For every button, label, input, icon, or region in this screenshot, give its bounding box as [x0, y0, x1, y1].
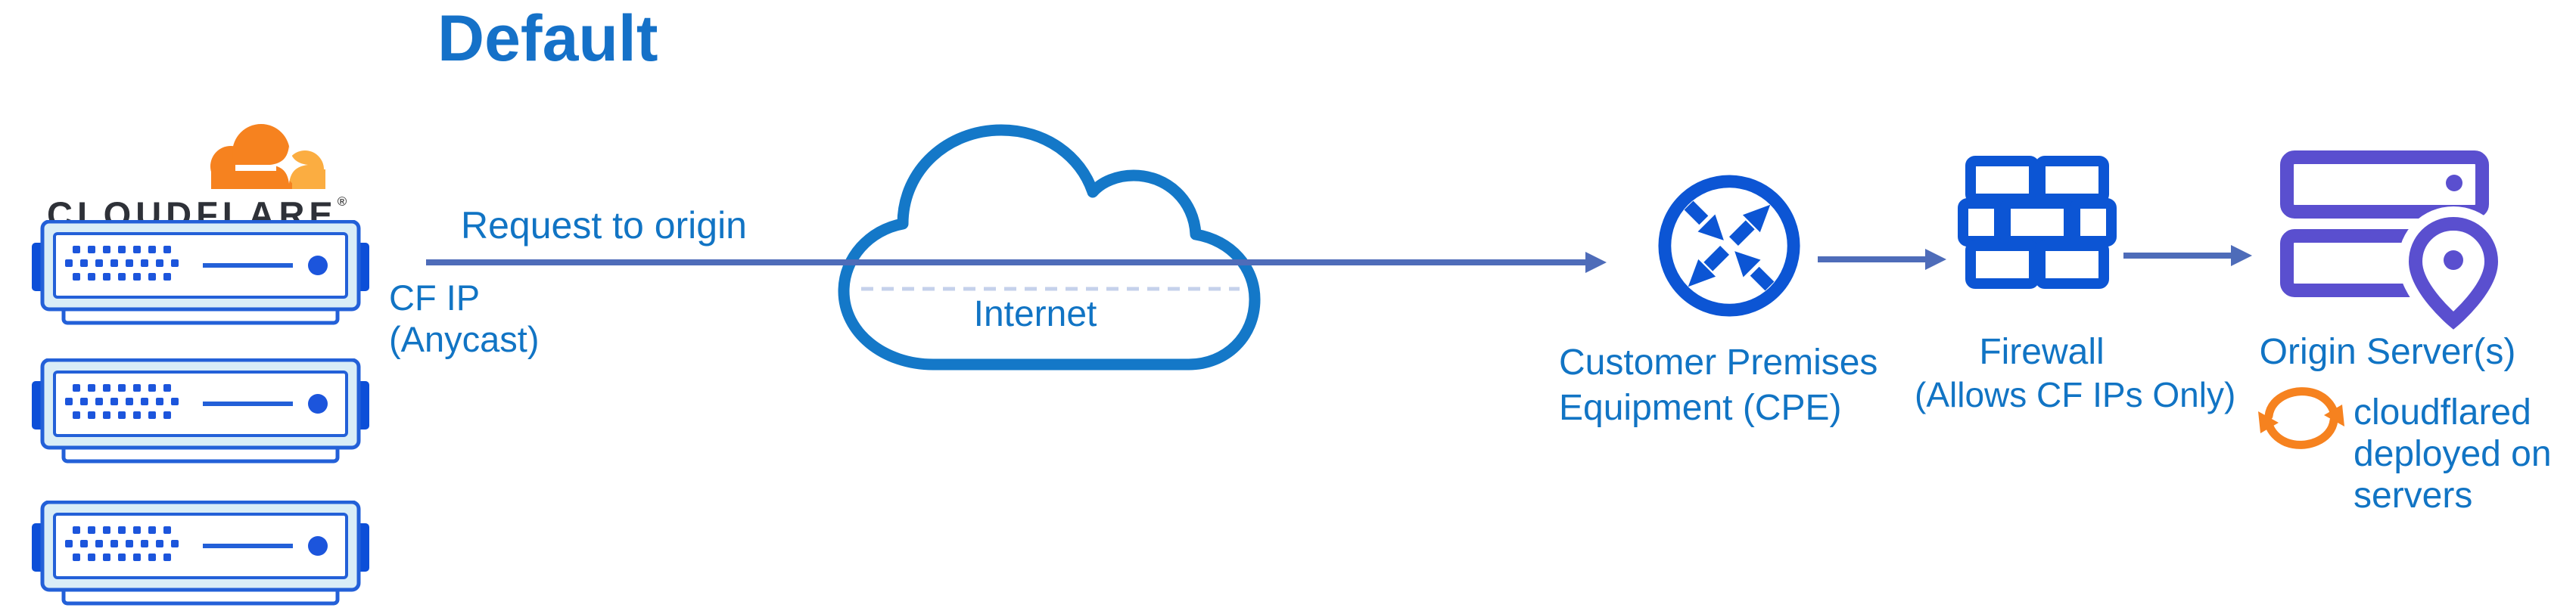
internet-cloud-icon [838, 124, 1261, 371]
request-arrow-head [1585, 252, 1607, 273]
cf-ip-line2: (Anycast) [389, 319, 540, 359]
cf-ip-anycast-label: CF IP (Anycast) [389, 277, 540, 360]
cpe-label: Customer Premises Equipment (CPE) [1559, 340, 1878, 431]
cpe-router-icon [1658, 175, 1800, 317]
firewall-to-origin-arrow-line [2123, 253, 2231, 259]
edge-server-rack-icon [30, 501, 371, 608]
cloudflared-sync-icon [2258, 387, 2344, 449]
cloudflared-note-line1: cloudflared [2354, 392, 2531, 433]
firewall-label: Firewall (Allows CF IPs Only) [1915, 331, 2236, 416]
origin-servers-label: Origin Server(s) [2259, 332, 2516, 372]
cpe-label-line1: Customer Premises [1559, 343, 1878, 383]
cpe-to-firewall-arrow-line [1818, 256, 1925, 262]
registered-trademark: ® [337, 194, 347, 209]
firewall-label-line2: (Allows CF IPs Only) [1915, 375, 2236, 414]
edge-server-rack-icon [30, 220, 371, 327]
firewall-brick-icon [1958, 156, 2117, 289]
firewall-label-line1: Firewall [1979, 332, 2105, 372]
request-arrow-line [426, 259, 1585, 265]
origin-servers-icon [2280, 150, 2509, 344]
firewall-to-origin-arrow-head [2231, 245, 2252, 266]
page-title: Default [437, 2, 658, 75]
cloudflared-note-line2: deployed on [2354, 434, 2552, 474]
cf-ip-line1: CF IP [389, 278, 481, 318]
cloudflared-note-line3: servers [2354, 476, 2473, 516]
cpe-to-firewall-arrow-head [1925, 249, 1946, 270]
cloudflare-logo-icon [210, 124, 325, 189]
cpe-label-line2: Equipment (CPE) [1559, 388, 1842, 428]
edge-server-rack-icon [30, 358, 371, 466]
internet-label: Internet [973, 294, 1097, 334]
cloudflared-note: cloudflared deployed on servers [2354, 392, 2552, 516]
request-to-origin-label: Request to origin [460, 204, 747, 247]
